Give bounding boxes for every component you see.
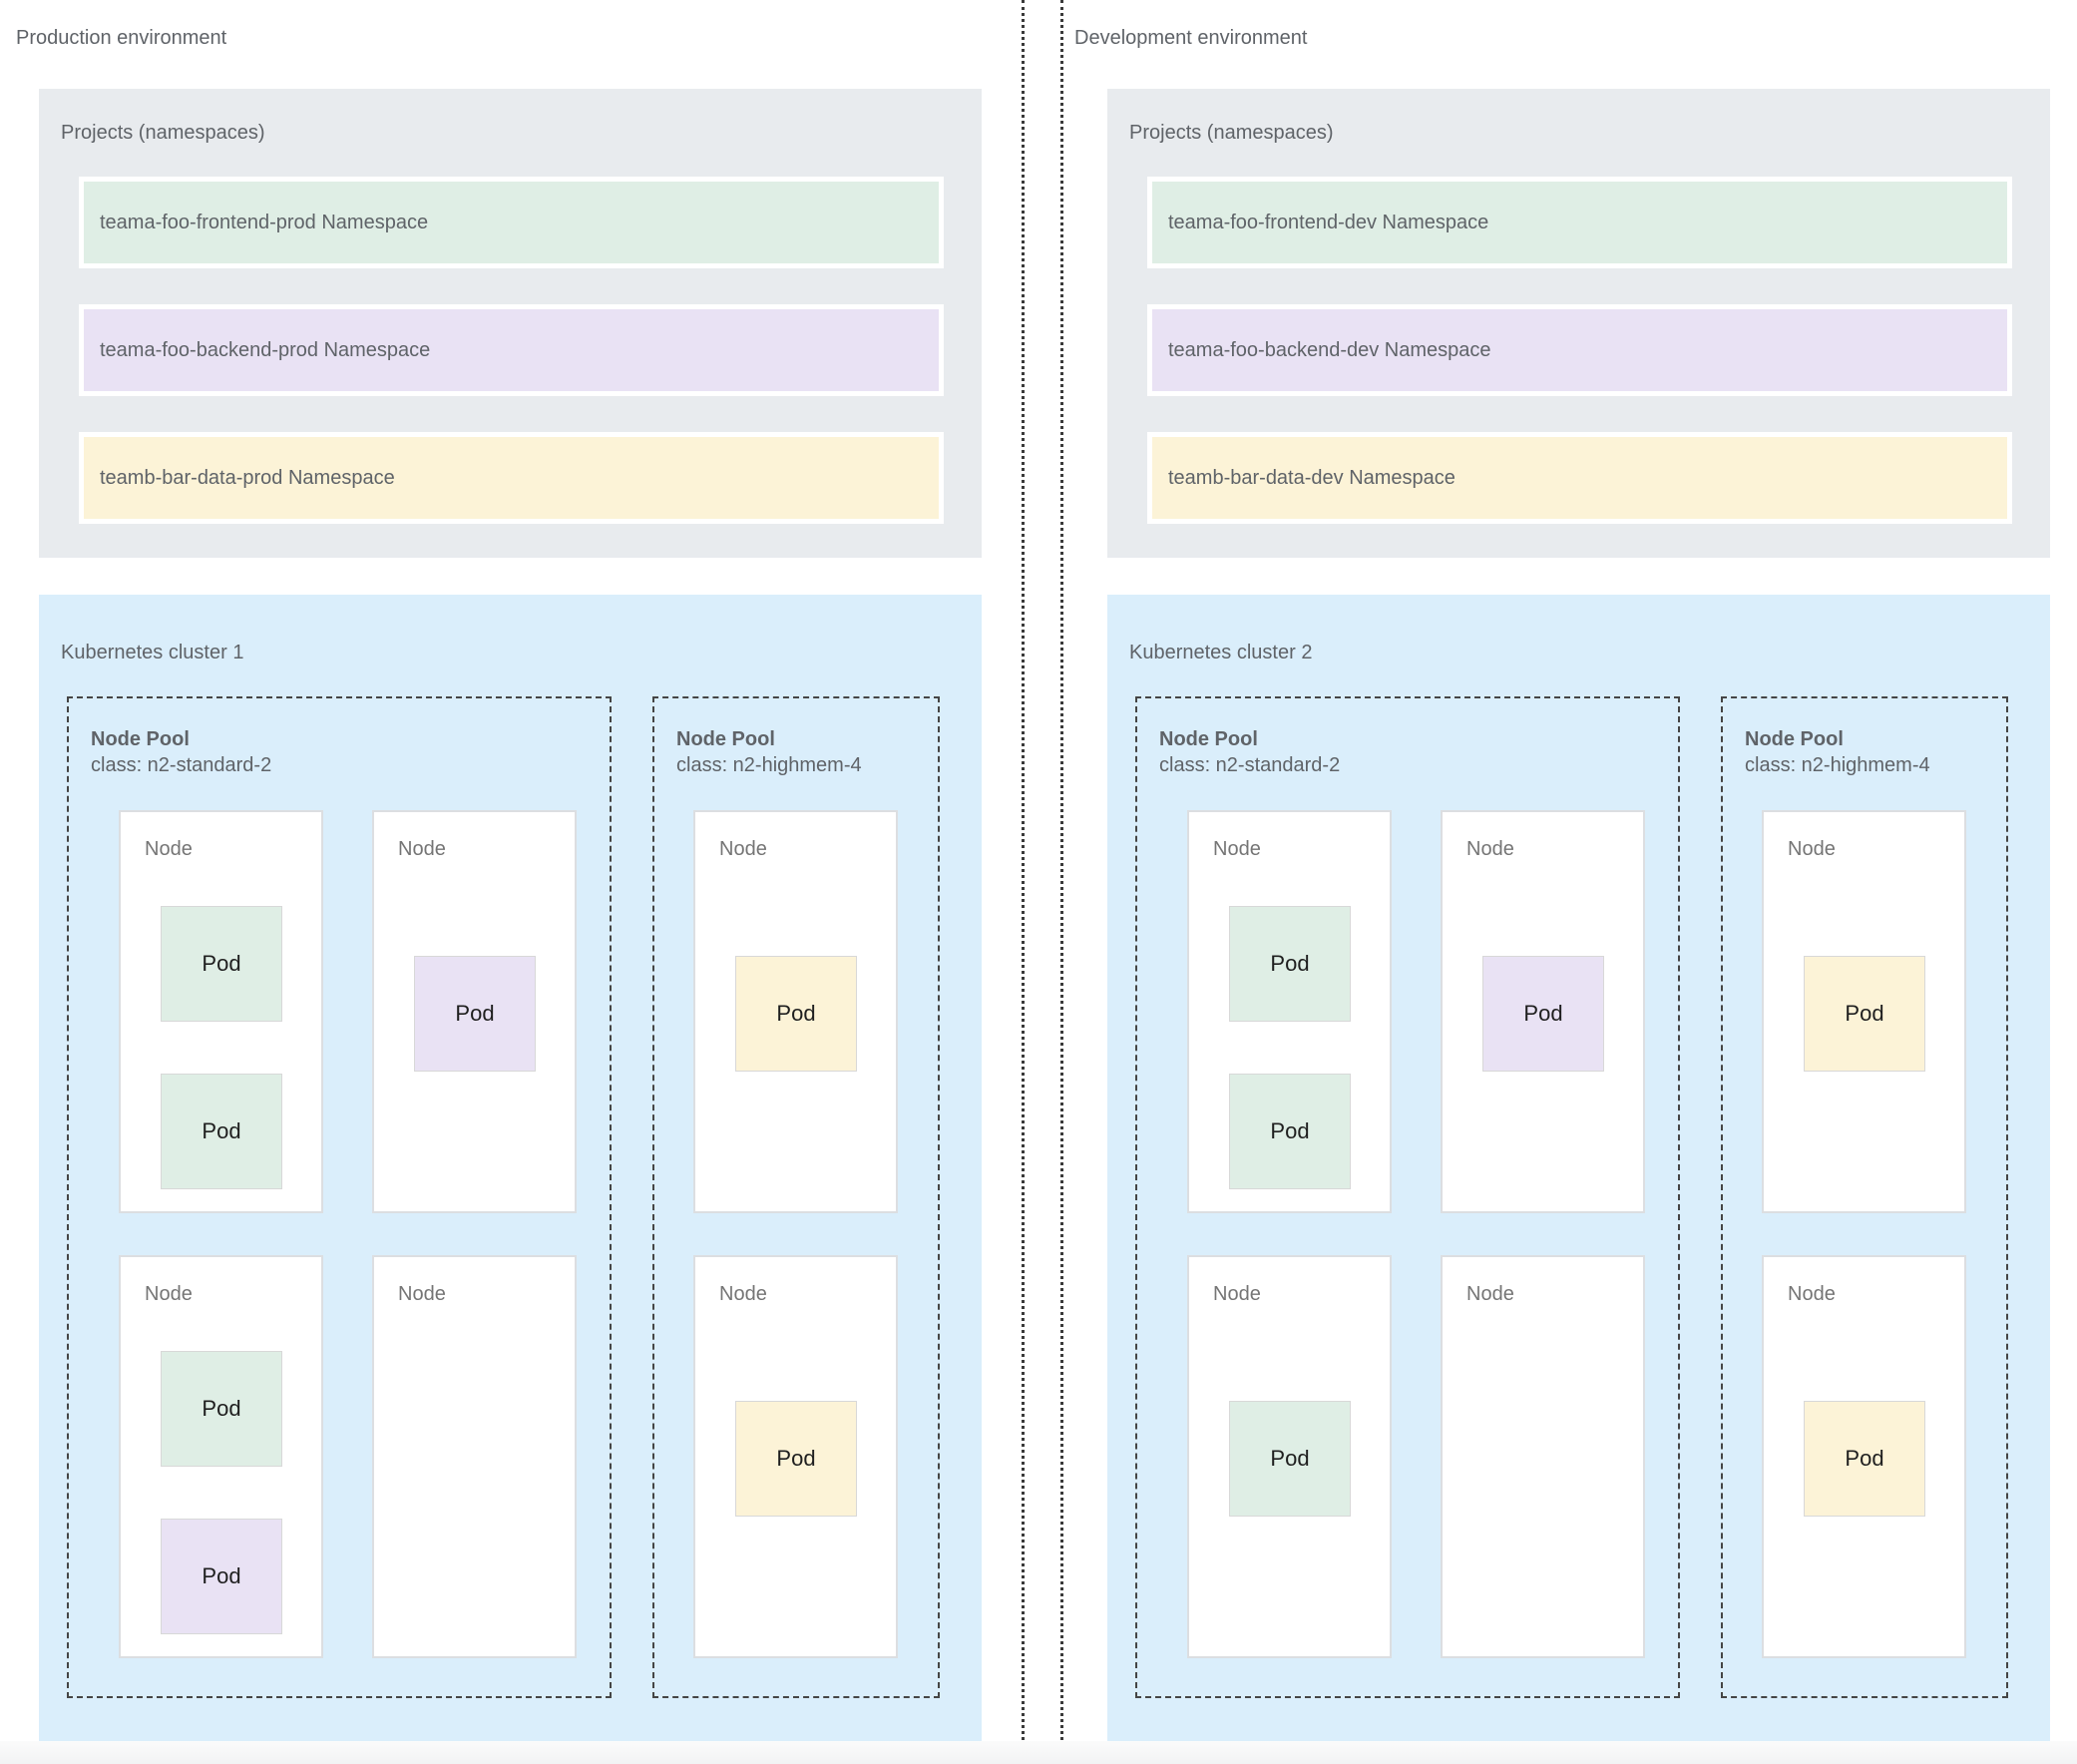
projects-box: Projects (namespaces) teama-foo-frontend-… xyxy=(1107,89,2050,558)
node-label: Node xyxy=(145,1283,193,1305)
namespace-bar: teama-foo-frontend-dev Namespace xyxy=(1147,177,2012,268)
namespace-label: teama-foo-frontend-prod Namespace xyxy=(100,211,429,233)
node-pool-class: class: n2-highmem-4 xyxy=(1745,754,1930,776)
node-pool-class: class: n2-standard-2 xyxy=(91,754,272,776)
node-pool-class: class: n2-highmem-4 xyxy=(676,754,862,776)
node-label: Node xyxy=(1213,838,1261,860)
node-label: Node xyxy=(1466,838,1514,860)
environment-divider-dotted-line xyxy=(1022,0,1025,1764)
node-label: Node xyxy=(1466,1283,1514,1305)
pod-label: Pod xyxy=(202,1563,241,1588)
pod-label: Pod xyxy=(1270,1446,1310,1471)
namespace-label: teamb-bar-data-prod Namespace xyxy=(100,466,395,489)
pod-label: Pod xyxy=(776,1446,816,1471)
pod-box: Pod xyxy=(735,956,857,1072)
environment-label: Development environment xyxy=(1074,27,1308,49)
node-box: Node xyxy=(1441,1255,1645,1658)
pod-label: Pod xyxy=(776,1001,816,1026)
pod-box: Pod xyxy=(161,1074,282,1189)
node-label: Node xyxy=(1788,1283,1836,1305)
namespace-label: teama-foo-frontend-dev Namespace xyxy=(1168,211,1489,233)
pod-box: Pod xyxy=(1229,1074,1351,1189)
node-label: Node xyxy=(145,838,193,860)
pod-box: Pod xyxy=(161,906,282,1022)
pod-box: Pod xyxy=(1229,906,1351,1022)
pod-label: Pod xyxy=(202,1396,241,1421)
pod-label: Pod xyxy=(1270,951,1310,976)
node-pool-title: Node Pool xyxy=(676,728,775,750)
namespace-label: teama-foo-backend-prod Namespace xyxy=(100,338,431,361)
environment-divider-dotted-line xyxy=(1060,0,1063,1764)
pod-box: Pod xyxy=(735,1401,857,1517)
node-pool-class: class: n2-standard-2 xyxy=(1159,754,1341,776)
pod-box: Pod xyxy=(1482,956,1604,1072)
namespace-bar: teamb-bar-data-prod Namespace xyxy=(79,432,944,524)
namespace-bar: teamb-bar-data-dev Namespace xyxy=(1147,432,2012,524)
node-label: Node xyxy=(719,1283,767,1305)
pod-box: Pod xyxy=(414,956,536,1072)
pod-box: Pod xyxy=(161,1351,282,1467)
node-label: Node xyxy=(398,1283,446,1305)
pod-label: Pod xyxy=(455,1001,495,1026)
namespace-bar: teama-foo-frontend-prod Namespace xyxy=(79,177,944,268)
node-label: Node xyxy=(1788,838,1836,860)
node-pool-title: Node Pool xyxy=(1159,728,1258,750)
projects-box-label: Projects (namespaces) xyxy=(61,122,265,144)
namespace-bar: teama-foo-backend-prod Namespace xyxy=(79,304,944,396)
pod-label: Pod xyxy=(202,1118,241,1143)
pod-label: Pod xyxy=(1270,1118,1310,1143)
pod-box: Pod xyxy=(161,1519,282,1634)
namespace-label: teamb-bar-data-dev Namespace xyxy=(1168,466,1455,489)
pod-label: Pod xyxy=(202,951,241,976)
node-label: Node xyxy=(1213,1283,1261,1305)
projects-box: Projects (namespaces) teama-foo-frontend-… xyxy=(39,89,982,558)
pod-label: Pod xyxy=(1845,1446,1884,1471)
cluster-box: Kubernetes cluster 1 Node Pool class: n2-s… xyxy=(39,595,982,1741)
node-box: Node xyxy=(372,1255,577,1658)
pod-box: Pod xyxy=(1804,1401,1925,1517)
cluster-label: Kubernetes cluster 1 xyxy=(61,642,244,663)
projects-box-label: Projects (namespaces) xyxy=(1129,122,1334,144)
pod-label: Pod xyxy=(1845,1001,1884,1026)
node-pool-title: Node Pool xyxy=(91,728,190,750)
cluster-label: Kubernetes cluster 2 xyxy=(1129,642,1313,663)
environment-label: Production environment xyxy=(16,27,227,49)
pod-label: Pod xyxy=(1523,1001,1563,1026)
namespace-label: teama-foo-backend-dev Namespace xyxy=(1168,338,1491,361)
node-label: Node xyxy=(719,838,767,860)
environment-boxes: Projects (namespaces) teama-foo-frontend-… xyxy=(1107,0,2050,1764)
pod-box: Pod xyxy=(1229,1401,1351,1517)
node-pool-title: Node Pool xyxy=(1745,728,1844,750)
namespace-bar: teama-foo-backend-dev Namespace xyxy=(1147,304,2012,396)
pod-box: Pod xyxy=(1804,956,1925,1072)
environment-boxes: Projects (namespaces) teama-foo-frontend-… xyxy=(39,0,982,1764)
cluster-box: Kubernetes cluster 2 Node Pool class: n2-s… xyxy=(1107,595,2050,1741)
page-footer-strip xyxy=(0,1741,2077,1764)
node-label: Node xyxy=(398,838,446,860)
